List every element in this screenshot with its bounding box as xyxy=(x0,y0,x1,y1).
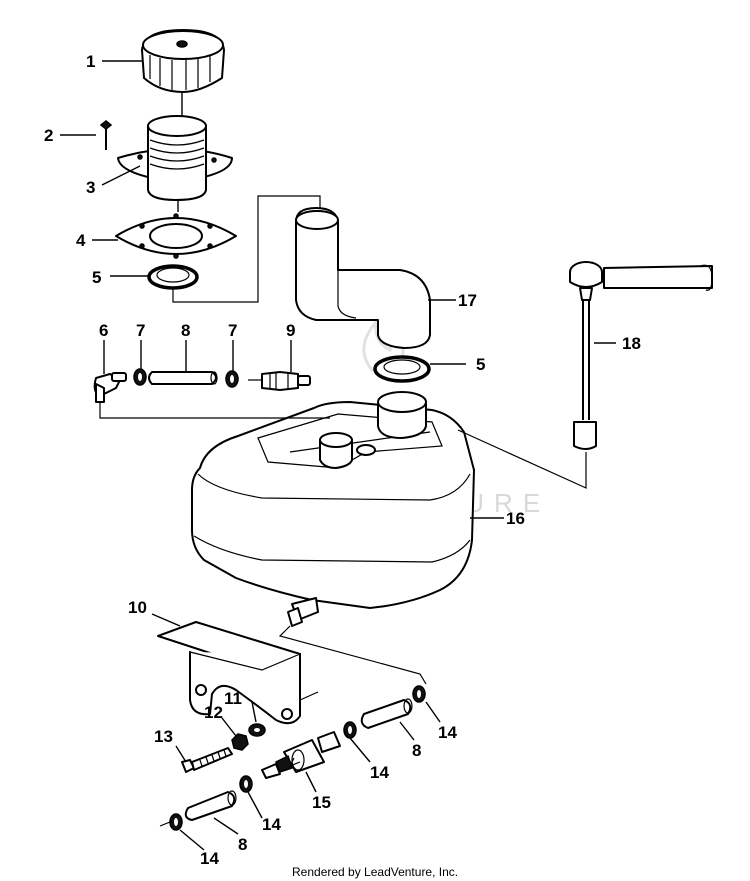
callout-8-upper: 8 xyxy=(412,741,421,760)
part-filler-neck[interactable] xyxy=(117,115,233,201)
callout-16: 16 xyxy=(506,509,525,528)
part-fuel-gauge[interactable] xyxy=(569,261,713,450)
callout-3: 3 xyxy=(86,178,95,197)
part-fuel-filter[interactable] xyxy=(261,731,341,779)
part-elbow[interactable] xyxy=(93,372,127,403)
part-fuel-cap[interactable] xyxy=(141,29,225,93)
part-fuel-hose-upper[interactable] xyxy=(360,698,413,729)
part-fuel-hose-lower[interactable] xyxy=(184,790,237,821)
part-gasket[interactable] xyxy=(115,213,237,259)
callout-8-vent: 8 xyxy=(181,321,190,340)
leader-lines xyxy=(60,60,616,851)
callout-5-upper: 5 xyxy=(92,268,101,287)
part-screw[interactable] xyxy=(99,120,113,150)
part-tank-outlet[interactable] xyxy=(287,597,319,627)
callout-17: 17 xyxy=(458,291,477,310)
callout-15: 15 xyxy=(312,793,331,812)
part-fuel-tank[interactable] xyxy=(191,391,475,609)
callout-14-middle: 14 xyxy=(370,763,389,782)
part-clamp-14-bottom[interactable] xyxy=(159,813,183,831)
part-nut[interactable] xyxy=(231,733,249,751)
part-bracket[interactable] xyxy=(157,621,301,725)
footer-credit: Rendered by LeadVenture, Inc. xyxy=(292,865,458,879)
callout-7-right: 7 xyxy=(228,321,237,340)
callout-7-left: 7 xyxy=(136,321,145,340)
part-check-valve[interactable] xyxy=(248,371,311,391)
part-washer[interactable] xyxy=(248,723,266,737)
part-clamp-14-lower[interactable] xyxy=(239,775,253,793)
callout-14-lower: 14 xyxy=(262,815,281,834)
callout-5-lower: 5 xyxy=(476,355,485,374)
part-clamp-left[interactable] xyxy=(133,368,147,386)
part-clamp-14-top[interactable] xyxy=(412,685,426,703)
callout-11: 11 xyxy=(224,689,242,708)
callout-8-lower: 8 xyxy=(238,835,247,854)
part-vent-hose[interactable] xyxy=(148,371,218,385)
callouts: 1 2 3 4 5 6 7 8 7 9 17 5 18 16 10 11 12 … xyxy=(44,52,641,868)
callout-14-top: 14 xyxy=(438,723,457,742)
callout-14-bottom: 14 xyxy=(200,849,219,868)
callout-1: 1 xyxy=(86,52,95,71)
callout-18: 18 xyxy=(622,334,641,353)
callout-13: 13 xyxy=(154,727,173,746)
part-filler-hose[interactable] xyxy=(295,207,431,349)
callout-4: 4 xyxy=(76,231,86,250)
callout-6: 6 xyxy=(99,321,108,340)
part-grommet-lower[interactable] xyxy=(373,355,431,383)
callout-12: 12 xyxy=(204,703,223,722)
callout-9: 9 xyxy=(286,321,295,340)
part-clamp-14-middle[interactable] xyxy=(343,721,357,739)
part-clamp-right[interactable] xyxy=(225,370,239,388)
part-grommet-upper[interactable] xyxy=(147,264,199,290)
callout-10: 10 xyxy=(128,598,147,617)
part-bolt[interactable] xyxy=(181,747,233,773)
callout-2: 2 xyxy=(44,126,53,145)
